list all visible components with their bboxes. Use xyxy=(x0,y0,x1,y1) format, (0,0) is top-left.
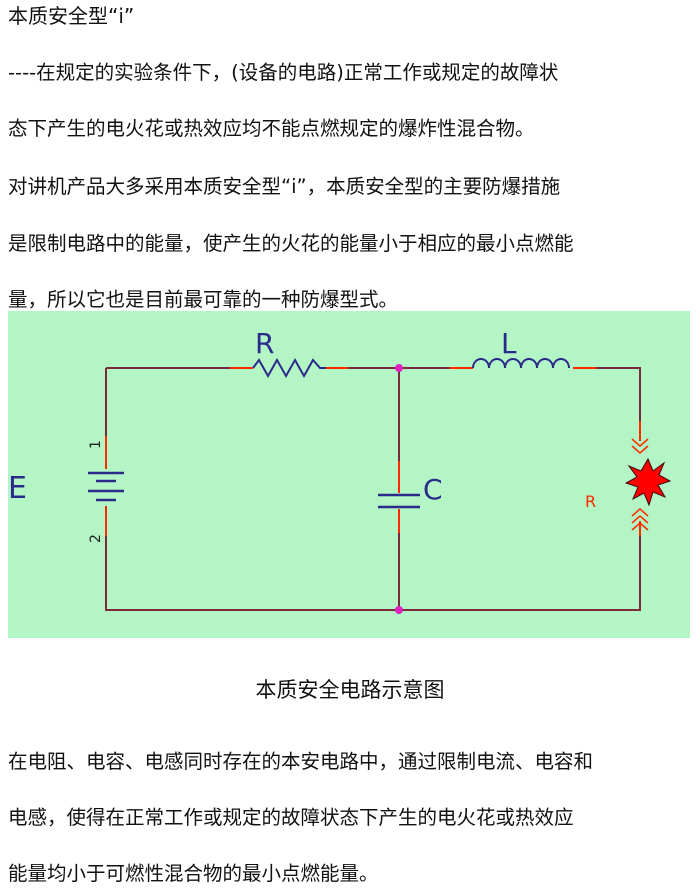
spark-label: R xyxy=(585,492,596,511)
resistor-symbol xyxy=(252,357,326,379)
intro-line-4: 是限制电路中的能量，使产生的火花的能量小于相应的最小点燃能 xyxy=(8,232,574,255)
pin-2-label: 2 xyxy=(88,534,104,543)
diagram-caption: 本质安全电路示意图 xyxy=(255,678,445,702)
intro-line-5: 量，所以它也是目前最可靠的一种防爆型式。 xyxy=(8,288,399,311)
node-top xyxy=(395,364,403,372)
intro-line-2: 态下产生的电火花或热效应均不能点燃规定的爆炸性混合物。 xyxy=(8,117,535,140)
outro-line-1: 在电阻、电容、电感同时存在的本安电路中，通过限制电流、电容和 xyxy=(8,750,594,773)
pin-1-label: 1 xyxy=(88,440,104,449)
intro-line-3: 对讲机产品大多采用本质安全型“i”，本质安全型的主要防爆措施 xyxy=(8,175,561,198)
wire-left-bottom xyxy=(105,536,641,611)
circuit-svg: E R L C R 1 2 xyxy=(8,327,672,614)
outro-line-2: 电感，使得在正常工作或规定的故障状态下产生的电火花或热效应 xyxy=(8,806,574,829)
wire-top-right xyxy=(573,367,641,436)
capacitor-symbol xyxy=(378,493,420,509)
battery-symbol xyxy=(88,471,124,502)
inductor-label: L xyxy=(501,327,517,360)
resistor-label: R xyxy=(255,327,274,360)
section-title: 本质安全型“i” xyxy=(8,4,135,28)
node-bottom xyxy=(395,606,403,614)
circuit-diagram: E R L C R 1 2 xyxy=(8,311,690,638)
spark-gap-markers xyxy=(631,438,649,531)
outro-line-3: 能量均小于可燃性混合物的最小点燃能量。 xyxy=(8,862,379,885)
intro-line-1: ----在规定的实验条件下，(设备的电路)正常工作或规定的故障状 xyxy=(8,61,559,84)
capacitor-label: C xyxy=(423,473,443,506)
spark-icon xyxy=(624,457,672,507)
source-label: E xyxy=(8,471,27,506)
inductor-symbol xyxy=(472,358,570,369)
